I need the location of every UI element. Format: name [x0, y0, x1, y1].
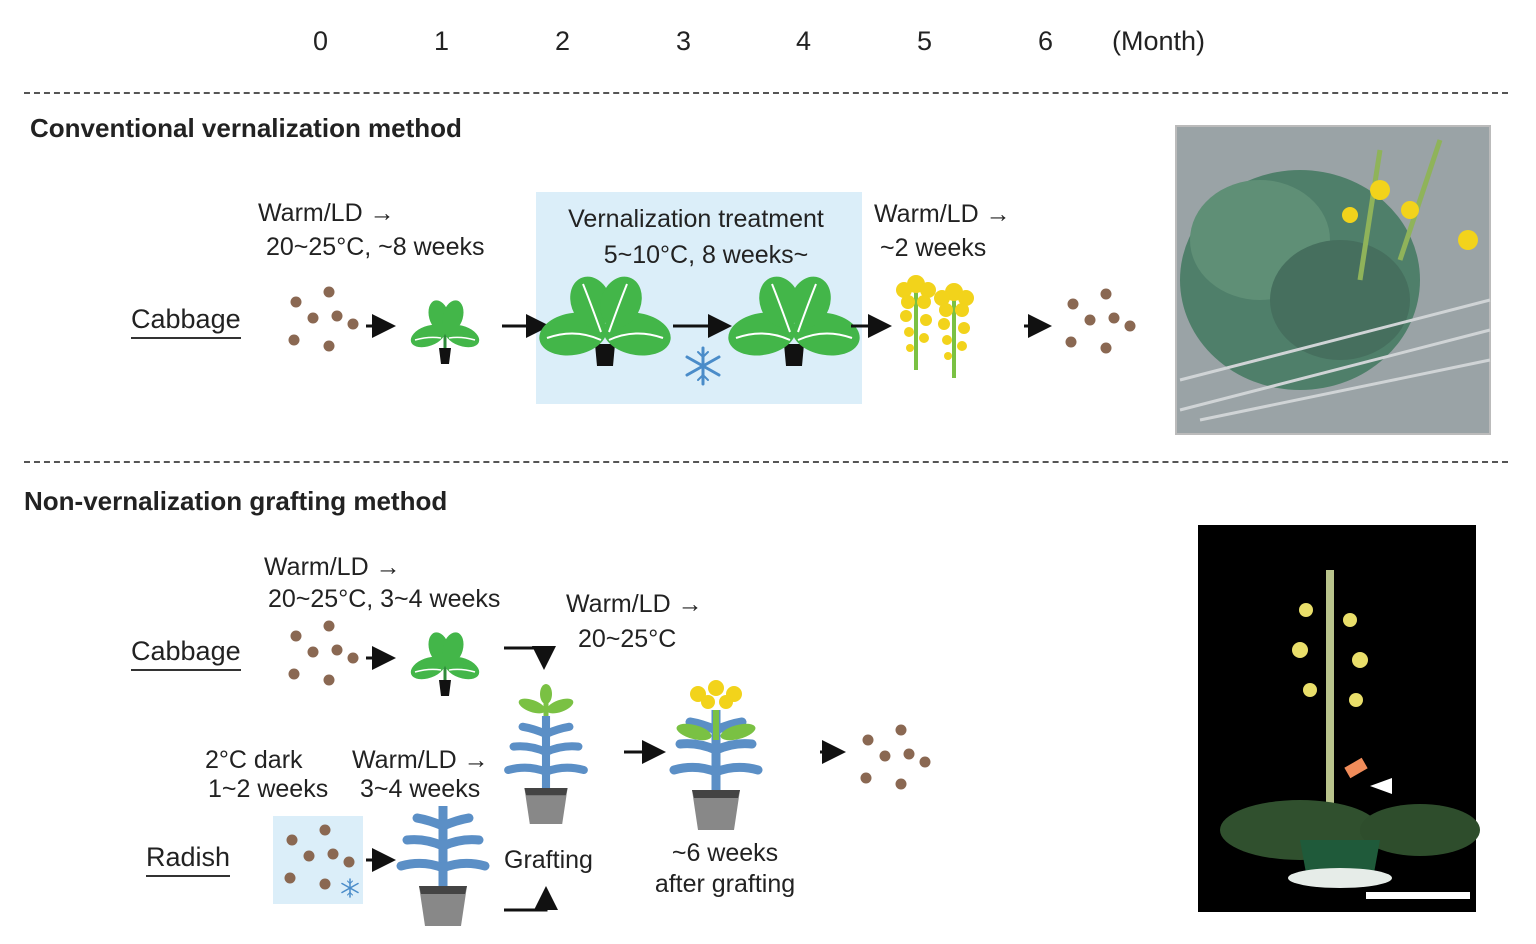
plant-label-radish: Radish — [146, 842, 231, 877]
plant-label-cabbage-graft: Cabbage — [131, 636, 241, 671]
radish-step-line2: 3~4 weeks — [360, 775, 481, 803]
graft-cabbage-step-line1: Warm/LD → — [264, 553, 401, 581]
conv-step1-line1: Warm/LD → — [258, 199, 395, 227]
month-3: 3 — [676, 26, 692, 56]
month-2: 2 — [555, 26, 571, 56]
month-unit: (Month) — [1112, 26, 1206, 56]
divider-top — [24, 92, 1508, 94]
month-4: 4 — [796, 26, 812, 56]
after-graft-line1: Warm/LD → — [566, 590, 703, 618]
conv-step1-line2: 20~25°C, ~8 weeks — [266, 233, 485, 261]
conv-step3-line1: Warm/LD → — [874, 200, 1011, 228]
result-line1: ~6 weeks — [671, 839, 779, 867]
month-6: 6 — [1038, 26, 1054, 56]
radish-cold-line1: 2°C dark — [205, 746, 303, 774]
divider-middle — [24, 461, 1508, 463]
grafting-heading: Non-vernalization grafting method — [24, 486, 448, 516]
radish-step-line1: Warm/LD → — [352, 746, 489, 774]
seeds-conv-1 — [288, 286, 359, 352]
result-line2: after grafting — [654, 870, 796, 898]
treatment-line2: 5~10°C, 8 weeks~ — [603, 241, 809, 269]
conventional-heading: Conventional vernalization method — [30, 113, 462, 143]
month-5: 5 — [917, 26, 933, 56]
month-0: 0 — [313, 26, 329, 56]
grafting-label: Grafting — [504, 846, 593, 874]
month-1: 1 — [434, 26, 450, 56]
treatment-line1: Vernalization treatment — [568, 205, 824, 233]
radish-cold-line2: 1~2 weeks — [208, 775, 329, 803]
plant-label-cabbage-conv: Cabbage — [131, 304, 241, 339]
conv-step3-line2: ~2 weeks — [880, 234, 987, 262]
after-graft-line2: 20~25°C — [578, 625, 677, 653]
graft-cabbage-step-line2: 20~25°C, 3~4 weeks — [268, 585, 501, 613]
